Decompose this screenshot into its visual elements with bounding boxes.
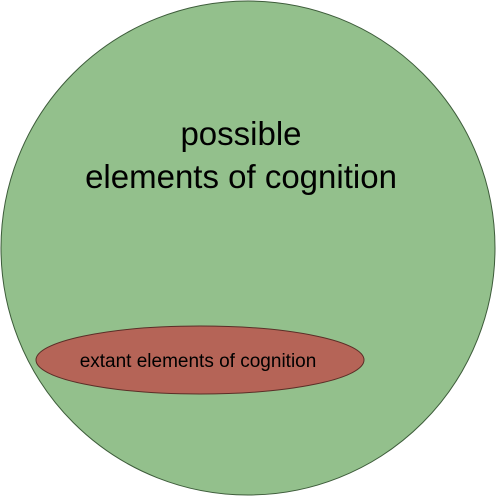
- possible-elements-label-line2: elements of cognition: [85, 158, 397, 195]
- possible-elements-label-line1: possible: [180, 115, 301, 152]
- extant-elements-label: extant elements of cognition: [80, 351, 317, 372]
- extant-elements-ellipse: [35, 325, 365, 395]
